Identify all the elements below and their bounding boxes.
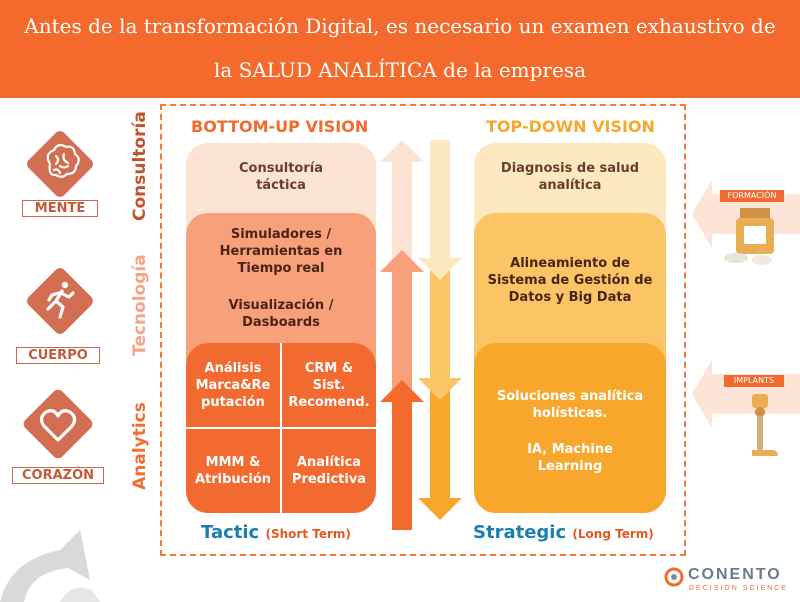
label-tactic-main: Tactic <box>201 522 260 543</box>
text-ia: IA, Machine Learning <box>527 442 613 474</box>
header-title-line1: Antes de la transformación Digital, es n… <box>24 14 776 38</box>
row-label-tecnologia: Tecnología <box>130 254 150 356</box>
text-simuladores: Simuladores / Herramientas en Tiempo rea… <box>219 227 343 276</box>
brain-icon <box>27 131 93 197</box>
text-soluciones: Soluciones analítica holísticas. <box>496 389 644 421</box>
logo-name: CONENTO <box>688 566 782 583</box>
label-strategic-main: Strategic <box>473 522 567 543</box>
diagram-frame <box>160 104 686 556</box>
pill-bottle-icon <box>724 208 774 265</box>
row-label-analytics: Analytics <box>130 402 150 490</box>
conento-logo-icon <box>664 567 684 587</box>
cell-crm: CRM & Sist. Recomend. <box>282 343 376 427</box>
heading-top-down: TOP-DOWN VISION <box>486 117 655 136</box>
header-banner: Antes de la transformación Digital, es n… <box>0 0 800 98</box>
cell-analisis-marca: Análisis Marca&Re putación <box>186 343 280 427</box>
text-consultoria-tactica: Consultoría táctica <box>239 161 323 193</box>
badge-label-mente: MENTE <box>22 200 98 217</box>
tag-implants: IMPLANTS <box>724 375 784 387</box>
decorative-arrow-icon <box>0 530 100 602</box>
badge-label-corazon: CORAZÓN <box>12 467 104 484</box>
label-strategic: Strategic (Long Term) <box>473 522 654 543</box>
tag-formacion: FORMACIÓN <box>720 190 784 202</box>
logo-tagline: DECISION SCIENCE <box>689 585 788 592</box>
text-diagnosis: Diagnosis de salud analítica <box>500 161 640 193</box>
prosthetic-leg-icon <box>752 394 778 456</box>
heart-icon <box>23 389 93 459</box>
box-soluciones <box>474 343 666 513</box>
arrow-up-strong <box>380 380 424 530</box>
heading-bottom-up: BOTTOM-UP VISION <box>191 117 369 136</box>
label-strategic-sub: (Long Term) <box>572 527 654 541</box>
label-tactic: Tactic (Short Term) <box>201 522 351 543</box>
text-visualizacion: Visualización / Dasboards <box>228 298 334 330</box>
row-label-consultoria: Consultoría <box>130 111 150 221</box>
text-alineamiento: Alineamiento de Sistema de Gestión de Da… <box>487 256 653 305</box>
cell-analitica-predictiva: Analítica Predictiva <box>282 429 376 513</box>
header-title-line2: la SALUD ANALÍTICA de la empresa <box>213 58 587 82</box>
cell-mmm: MMM & Atribución <box>186 429 280 513</box>
badge-label-cuerpo: CUERPO <box>16 347 100 364</box>
label-tactic-sub: (Short Term) <box>265 527 351 541</box>
center-arrows <box>380 140 462 530</box>
arrow-down-pale <box>418 140 462 280</box>
running-person-icon <box>27 268 93 334</box>
